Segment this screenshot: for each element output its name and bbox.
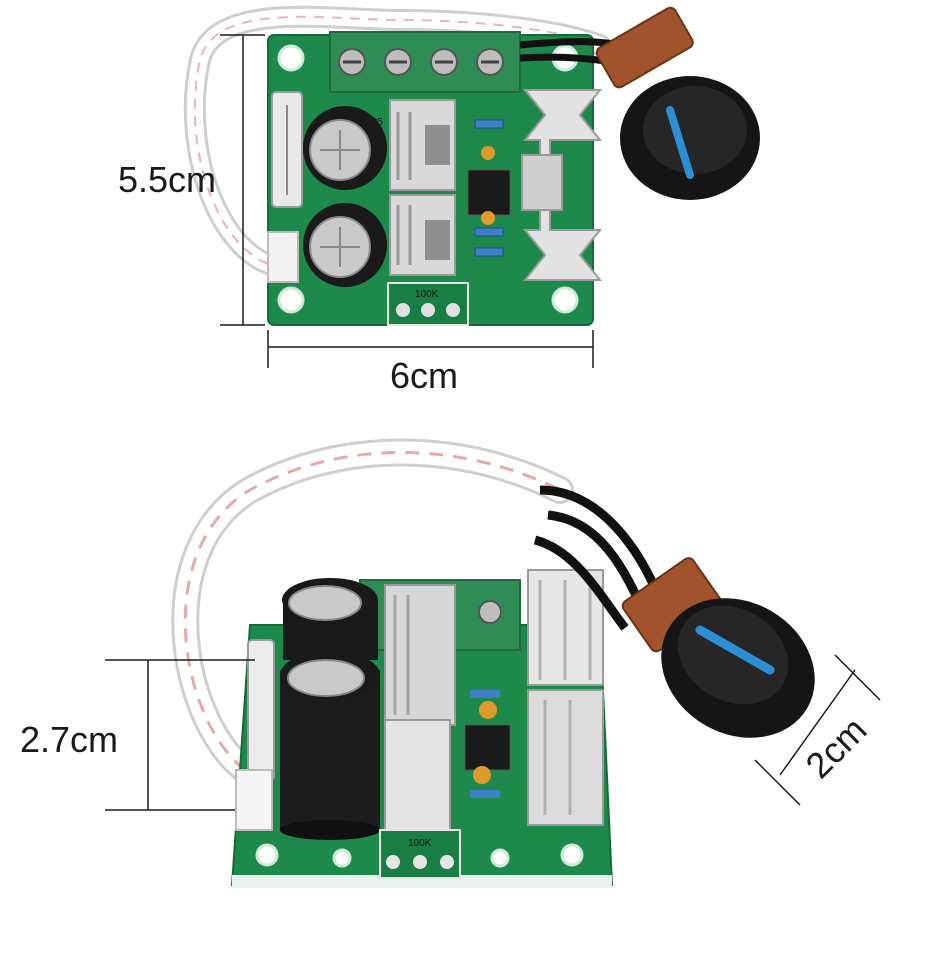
top-height-label: 5.5cm	[118, 159, 217, 200]
side-height-label: 2.7cm	[20, 719, 119, 760]
side-pot-pad-marking: 100K	[408, 838, 432, 849]
side-height-dimension	[105, 659, 255, 811]
side-view-board: 100K	[171, 438, 815, 888]
top-view-board: 35 100K	[183, 5, 760, 326]
top-width-dimension	[267, 330, 594, 368]
top-width-label: 6cm	[390, 355, 459, 396]
top-height-dimension	[220, 34, 265, 326]
pot-pad-marking: 100K	[415, 289, 439, 300]
capacitor-marking: 35	[372, 117, 384, 128]
knob-dimension	[754, 654, 881, 806]
